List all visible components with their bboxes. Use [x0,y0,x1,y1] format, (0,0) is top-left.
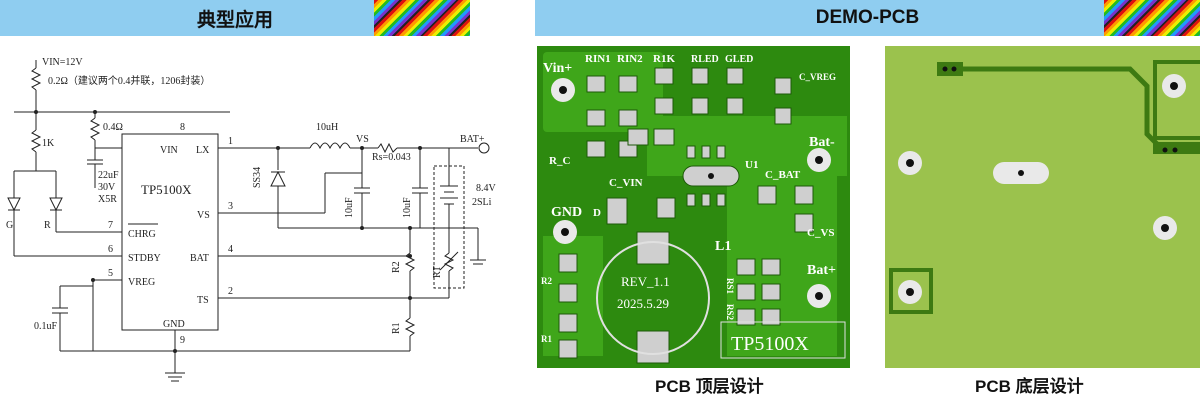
pcb-label-r1k: R1K [653,53,675,65]
cap-in-label-2: 30V [98,182,116,193]
pcb-label-rev: REV_1.1 [621,274,670,289]
r1k-label: 1K [42,138,55,149]
pcb-label-rin2: RIN2 [617,53,643,65]
pin-bat-label: BAT [190,253,209,264]
vs-node-label: VS [356,134,369,145]
bat-out-label: BAT+ [460,134,485,145]
pin-num-vin: 8 [180,122,185,133]
cap-in-label-1: 22uF [98,170,119,181]
pin-num-vreg: 5 [108,268,113,279]
header-decoration [1104,0,1200,36]
pin-num-ts: 2 [228,286,233,297]
ic-name-label: TP5100X [141,182,192,197]
pin-chrg-label: CHRG [128,229,156,240]
cap-in-label-3: X5R [98,194,117,205]
inductor-label: 10uH [316,122,338,133]
pin-vreg-label: VREG [128,277,155,288]
pcb-label-r-c: R_C [549,155,570,167]
led-r-label: R [44,220,51,231]
pcb-title: DEMO-PCB [815,7,920,28]
pcb-top-layer: Vin+ RIN1 RIN2 R1K RLED GLED C_VREG Bat-… [537,46,850,368]
pcb-label-r2: R2 [541,276,552,286]
schematic-title: 典型应用 [196,9,273,31]
pin-num-chrg: 7 [108,220,113,231]
pcb-label-gnd: GND [551,205,582,220]
vin-label: VIN=12V [42,57,83,68]
r1-label: R1 [391,322,402,334]
pcb-label-bat-plus: Bat+ [807,263,836,278]
schematic-diagram: VIN=12V 0.2Ω（建议两个0.4并联，1206封装） 1K 0.4Ω 2… [6,57,497,382]
pcb-label-bat-minus: Bat- [809,135,835,150]
pcb-label-rin1: RIN1 [585,53,611,65]
pcb-bottom-caption: PCB 底层设计 [975,377,1084,396]
pcb-label-c-vin: C_VIN [609,177,643,189]
r-in-label: 0.2Ω（建议两个0.4并联，1206封装） [48,74,210,87]
pcb-label-l1: L1 [715,239,731,254]
led-g-label: G [6,220,13,231]
pin-gnd-label: GND [163,319,185,330]
pin-stdby-label: STDBY [128,253,161,264]
pin-num-vs: 3 [228,201,233,212]
diode-label: SS34 [252,167,263,188]
pcb-label-u1: U1 [745,159,758,171]
cap-10u-2-label: 10uF [402,197,413,218]
pin-num-gnd: 9 [180,335,185,346]
pcb-label-c-bat: C_BAT [765,169,801,181]
pin-vs-label: VS [197,210,210,221]
pcb-label-gled: GLED [725,54,753,65]
header-decoration [374,0,470,36]
pcb-bottom-layer [885,46,1200,368]
pcb-label-rs2: RS2 [725,304,735,321]
pcb-label-d: D [593,207,601,219]
pcb-label-vin: Vin+ [543,61,572,76]
r04-label: 0.4Ω [103,122,123,133]
pcb-label-date: 2025.5.29 [617,296,669,311]
battery-voltage-label: 8.4V [476,183,497,194]
schematic-header: 典型应用 [0,0,470,36]
pin-num-lx: 1 [228,136,233,147]
pcb-label-rs1: RS1 [725,278,735,295]
pin-ts-label: TS [197,295,209,306]
pin-num-bat: 4 [228,244,233,255]
pcb-label-c-vs: C_VS [807,227,835,239]
r2-label: R2 [391,261,402,273]
pcb-header: DEMO-PCB [535,0,1200,36]
rs-label: Rs=0.043 [372,152,411,163]
rt-label: RT [432,266,443,278]
cap-10u-1-label: 10uF [344,197,355,218]
pcb-label-chip: TP5100X [731,333,809,355]
pcb-label-c-vreg: C_VREG [799,72,836,82]
pcb-label-rled: RLED [691,54,719,65]
pcb-label-r1: R1 [541,334,552,344]
pin-num-stdby: 6 [108,244,113,255]
pin-vin-label: VIN [160,145,178,156]
vreg-cap-label: 0.1uF [34,321,58,332]
pcb-top-caption: PCB 顶层设计 [655,377,764,396]
battery-type-label: 2SLi [472,197,492,208]
pin-lx-label: LX [196,145,210,156]
